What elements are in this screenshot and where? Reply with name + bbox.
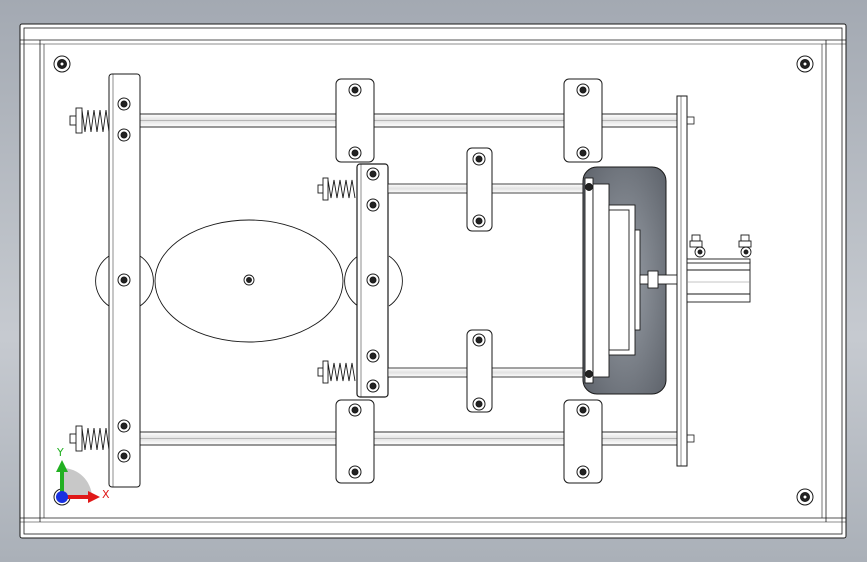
triad-quadrant <box>62 468 92 497</box>
coordinate-triad: Y X <box>56 446 110 503</box>
inner-block-screws <box>472 152 486 411</box>
springs-inner <box>317 177 356 384</box>
triad-y-label: Y <box>56 446 64 459</box>
middle-crossbar-screws <box>366 167 380 393</box>
inner-blocks[interactable] <box>466 147 493 413</box>
cylinder-fittings <box>689 234 752 258</box>
pillow-blocks-top[interactable] <box>335 78 603 163</box>
base-plate[interactable] <box>19 23 847 539</box>
pillow-block-screws <box>348 83 590 479</box>
triad-x-label: X <box>102 488 110 501</box>
pneumatic-cylinder[interactable] <box>639 258 751 303</box>
end-plate[interactable] <box>676 95 688 467</box>
ellipse-wheel[interactable] <box>95 219 403 343</box>
pillow-blocks-bottom[interactable] <box>335 399 603 484</box>
springs-left <box>69 107 110 452</box>
clamp-jaw[interactable] <box>584 177 641 384</box>
triad-z-axis <box>56 491 68 503</box>
left-crossbar-screws <box>117 97 131 463</box>
